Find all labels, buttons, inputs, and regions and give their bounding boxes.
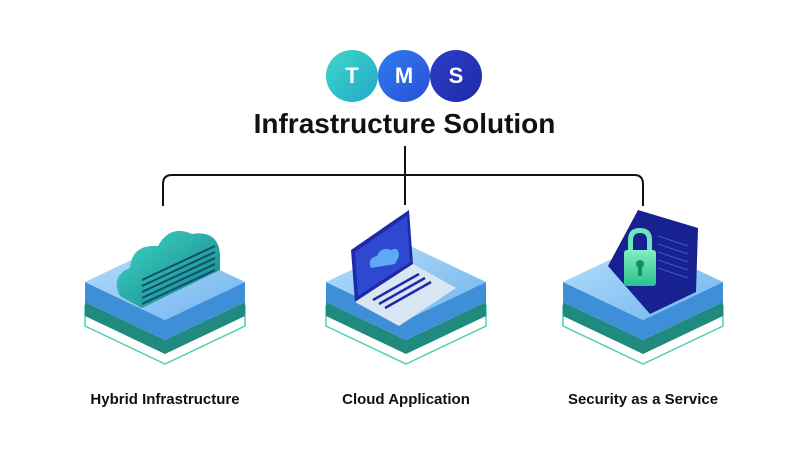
laptop-cloud-icon bbox=[325, 210, 487, 365]
hybrid-infrastructure-label: Hybrid Infrastructure bbox=[90, 391, 240, 408]
cloud-application-label: Cloud Application bbox=[342, 391, 470, 408]
security-service-label: Security as a Service bbox=[567, 391, 719, 408]
cloud-server-icon bbox=[84, 230, 246, 365]
padlock-screen-icon bbox=[562, 210, 724, 365]
cloud-application-node bbox=[321, 206, 491, 386]
logo-letter-t: T bbox=[326, 50, 378, 102]
logo-letter-s: S bbox=[430, 50, 482, 102]
hybrid-infrastructure-node bbox=[80, 206, 250, 386]
security-service-node bbox=[558, 206, 728, 386]
diagram-title: Infrastructure Solution bbox=[253, 108, 556, 139]
tms-logo: T M S bbox=[326, 50, 482, 102]
logo-letter-m: M bbox=[378, 50, 430, 102]
